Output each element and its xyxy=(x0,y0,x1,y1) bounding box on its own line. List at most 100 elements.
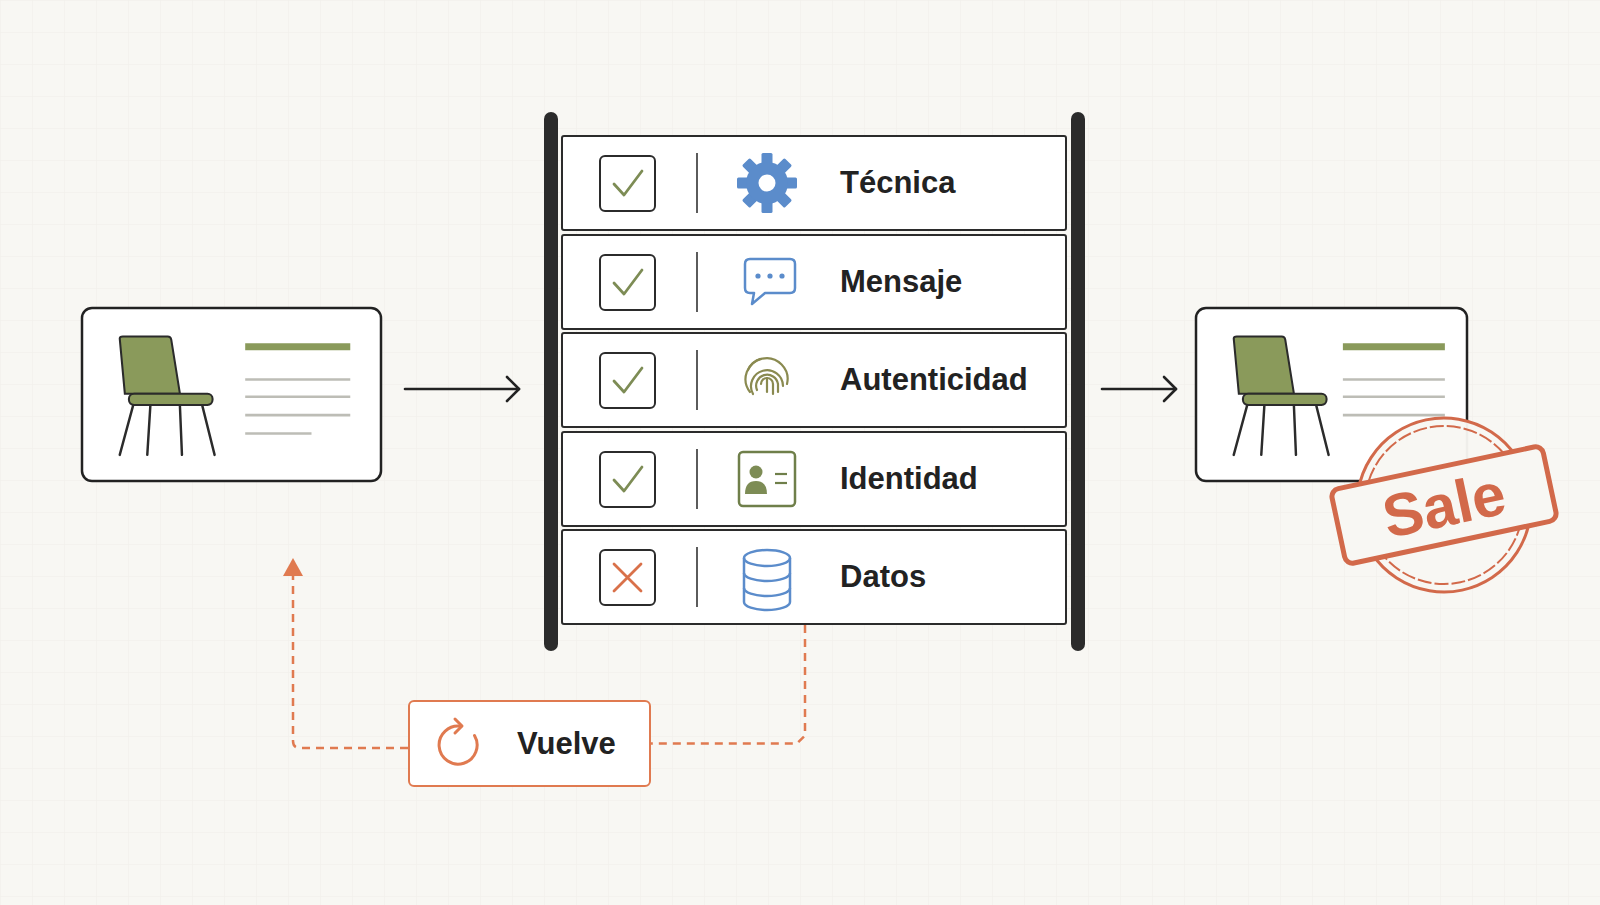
fingerprint-icon xyxy=(746,358,788,392)
gear-icon xyxy=(774,190,792,208)
status-checkbox xyxy=(600,547,697,607)
status-checkbox xyxy=(614,270,642,294)
identity-icon xyxy=(739,452,795,506)
status-checkbox xyxy=(600,153,697,213)
fingerprint-icon xyxy=(756,375,778,392)
message-icon xyxy=(779,273,784,278)
fingerprint-icon xyxy=(748,359,760,370)
database-icon xyxy=(744,558,790,610)
gear-icon xyxy=(774,158,792,176)
filter-frame xyxy=(1071,119,1085,644)
flow-arrow xyxy=(405,377,519,401)
status-checkbox xyxy=(696,449,698,509)
listing-card xyxy=(1343,378,1445,381)
node-label: Vuelve xyxy=(517,726,616,762)
identity-icon xyxy=(739,452,795,506)
gear-icon xyxy=(762,153,773,167)
node-label: Autenticidad xyxy=(840,362,1028,398)
status-checkboxes xyxy=(600,153,697,607)
listing-card xyxy=(245,343,350,350)
database-icon xyxy=(744,573,790,581)
flow-arrow xyxy=(507,377,519,401)
identity-icon xyxy=(775,473,787,475)
gear-icon xyxy=(742,190,760,208)
status-checkbox xyxy=(600,353,655,408)
status-checkbox xyxy=(696,350,698,410)
identity-icon xyxy=(745,481,767,494)
node-label: Identidad xyxy=(840,461,978,497)
refresh-icon xyxy=(439,719,477,764)
gear-icon xyxy=(737,178,751,189)
fingerprint-icon xyxy=(751,370,783,394)
fingerprint-icon xyxy=(746,358,788,394)
status-checkbox xyxy=(614,564,641,591)
check-row: Técnica xyxy=(561,135,1067,231)
status-checkbox xyxy=(614,368,642,392)
gear-icon xyxy=(762,199,773,213)
return-path xyxy=(283,558,303,576)
gear-icon xyxy=(737,153,797,213)
status-checkbox xyxy=(600,452,655,507)
listing-card xyxy=(245,395,350,398)
message-icon xyxy=(745,259,795,304)
status-checkbox xyxy=(614,467,642,491)
message-icon xyxy=(767,273,772,278)
check-row: Identidad xyxy=(561,431,1067,527)
sale-stamp: Sale xyxy=(1313,393,1575,617)
filter-frame xyxy=(544,119,558,644)
node-label: Datos xyxy=(840,559,926,595)
status-checkbox xyxy=(614,171,642,195)
listing-card xyxy=(120,337,215,455)
status-checkbox xyxy=(600,350,697,410)
listing-card xyxy=(82,308,381,481)
status-checkbox xyxy=(696,252,698,312)
filter-frame xyxy=(551,119,1078,644)
check-row: Datos xyxy=(561,529,1067,625)
listing-card xyxy=(1343,395,1445,398)
listing-card xyxy=(245,414,350,417)
listing-card xyxy=(1343,414,1445,417)
status-checkbox xyxy=(600,550,655,605)
gear-icon xyxy=(746,162,788,204)
node-label: Técnica xyxy=(840,165,955,201)
dashed-connector xyxy=(651,625,805,744)
database-icon xyxy=(744,550,790,610)
gear-icon xyxy=(759,175,776,192)
database-icon xyxy=(744,588,790,596)
refresh-icon xyxy=(455,719,462,733)
status-checkbox xyxy=(600,255,655,310)
status-checkbox xyxy=(600,156,655,211)
listing-card xyxy=(120,337,351,455)
database-icon xyxy=(744,550,790,566)
flow-arrow xyxy=(1102,388,1176,391)
flow-arrow xyxy=(1164,377,1176,401)
listing-card xyxy=(245,378,350,381)
fingerprint-icon xyxy=(761,378,773,394)
message-icon xyxy=(755,273,760,278)
identity-icon xyxy=(775,482,787,484)
node-label: Mensaje xyxy=(840,264,962,300)
check-row: Mensaje xyxy=(561,234,1067,330)
listing-card xyxy=(1234,337,1329,455)
status-checkbox xyxy=(696,547,698,607)
fingerprint-icon xyxy=(766,378,768,392)
return-path xyxy=(293,574,408,748)
stamp-outline xyxy=(1330,445,1557,564)
listing-card xyxy=(1343,343,1445,350)
identity-icon xyxy=(750,466,763,479)
return-box: Vuelve xyxy=(408,700,651,787)
check-row: Autenticidad xyxy=(561,332,1067,428)
flow-arrow xyxy=(405,388,519,391)
refresh-icon xyxy=(439,726,477,764)
status-checkbox xyxy=(600,449,697,509)
status-checkbox xyxy=(696,153,698,213)
status-checkbox xyxy=(600,252,697,312)
listing-card xyxy=(82,308,381,481)
gear-icon xyxy=(783,178,797,189)
message-icon xyxy=(745,259,795,304)
flow-arrow xyxy=(1102,377,1176,401)
gear-icon xyxy=(742,158,760,176)
